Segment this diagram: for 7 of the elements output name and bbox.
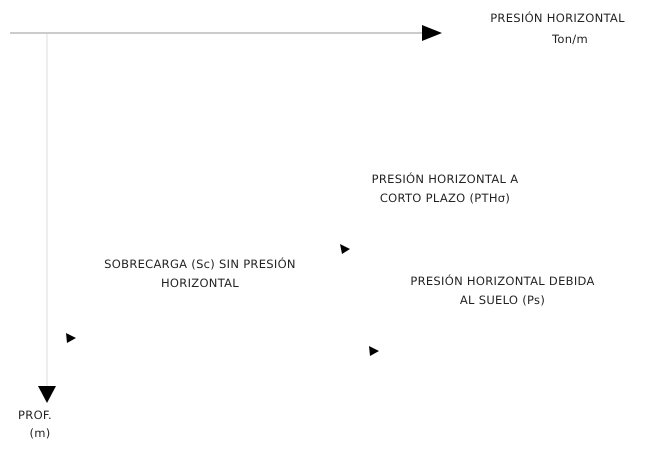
- axis-unit: Ton/m: [551, 31, 589, 48]
- axis-unit: (m): [28, 425, 52, 442]
- curve-label: SOBRECARGA (Sc) SIN PRESIÓN HORIZONTAL: [103, 256, 297, 292]
- axis-title: PRESIÓN HORIZONTAL: [489, 10, 626, 27]
- axis-title: PROF.: [17, 407, 53, 424]
- curve-label: PRESIÓN HORIZONTAL A CORTO PLAZO (PTHσ): [370, 171, 520, 207]
- curve-label: PRESIÓN HORIZONTAL DEBIDA AL SUELO (Ps): [409, 273, 596, 309]
